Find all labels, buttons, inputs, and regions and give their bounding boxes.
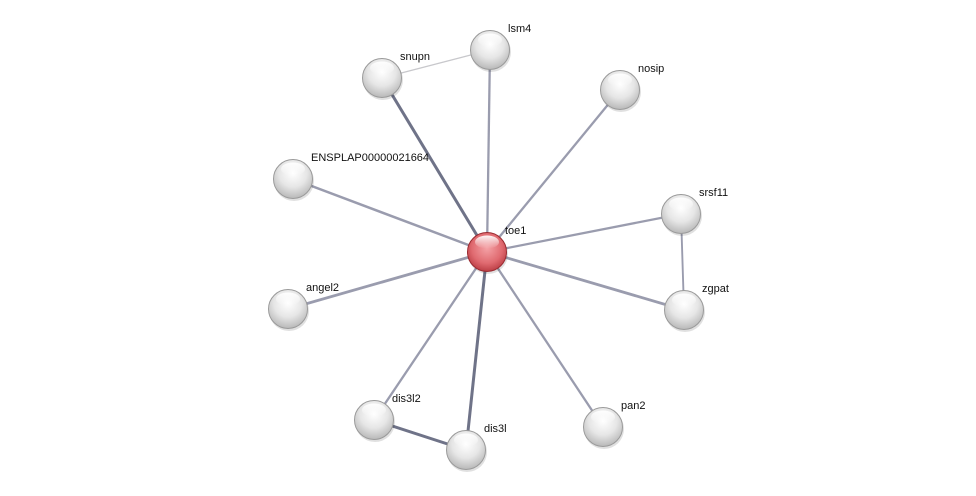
node-highlight bbox=[281, 162, 305, 176]
node-highlight bbox=[478, 33, 502, 47]
edge-toe1-lsm4[interactable] bbox=[485, 49, 492, 253]
node-highlight bbox=[475, 235, 499, 249]
node-label: ENSPLAP00000021664 bbox=[311, 152, 429, 164]
node-label: dis3l2 bbox=[392, 393, 421, 405]
node-angel2[interactable]: angel2 bbox=[268, 282, 340, 331]
node-enspl[interactable]: ENSPLAP00000021664 bbox=[273, 152, 430, 201]
node-dis3l[interactable]: dis3l bbox=[446, 423, 507, 472]
edge-toe1-dis3l[interactable] bbox=[464, 251, 489, 451]
edge-toe1-angel2[interactable] bbox=[287, 250, 488, 311]
node-label: toe1 bbox=[505, 225, 526, 237]
node-toe1[interactable]: toe1 bbox=[467, 225, 527, 274]
node-pan2[interactable]: pan2 bbox=[583, 400, 646, 449]
edge-toe1-dis3l2[interactable] bbox=[373, 251, 488, 421]
edge-toe1-zgpat[interactable] bbox=[486, 250, 685, 312]
node-highlight bbox=[672, 293, 696, 307]
edge-toe1-enspl[interactable] bbox=[292, 177, 488, 254]
node-label: dis3l bbox=[484, 423, 507, 435]
node-label: nosip bbox=[638, 63, 664, 75]
node-highlight bbox=[608, 73, 632, 87]
node-highlight bbox=[591, 410, 615, 424]
node-label: lsm4 bbox=[508, 23, 531, 35]
node-zgpat[interactable]: zgpat bbox=[664, 283, 729, 332]
node-label: pan2 bbox=[621, 400, 645, 412]
node-highlight bbox=[370, 61, 394, 75]
node-highlight bbox=[362, 403, 386, 417]
edge-toe1-srsf11[interactable] bbox=[486, 212, 682, 254]
node-label: snupn bbox=[400, 51, 430, 63]
node-dis3l2[interactable]: dis3l2 bbox=[354, 393, 421, 442]
edge-toe1-pan2[interactable] bbox=[486, 251, 604, 428]
node-nosip[interactable]: nosip bbox=[600, 63, 665, 112]
node-label: angel2 bbox=[306, 282, 339, 294]
node-label: zgpat bbox=[702, 283, 729, 295]
node-snupn[interactable]: snupn bbox=[362, 51, 430, 100]
node-lsm4[interactable]: lsm4 bbox=[470, 23, 532, 72]
node-srsf11[interactable]: srsf11 bbox=[661, 187, 729, 236]
node-label: srsf11 bbox=[699, 187, 728, 199]
node-highlight bbox=[276, 292, 300, 306]
edge-toe1-snupn[interactable] bbox=[380, 77, 489, 253]
edge-toe1-nosip[interactable] bbox=[486, 89, 621, 253]
node-highlight bbox=[669, 197, 693, 211]
node-highlight bbox=[454, 433, 478, 447]
